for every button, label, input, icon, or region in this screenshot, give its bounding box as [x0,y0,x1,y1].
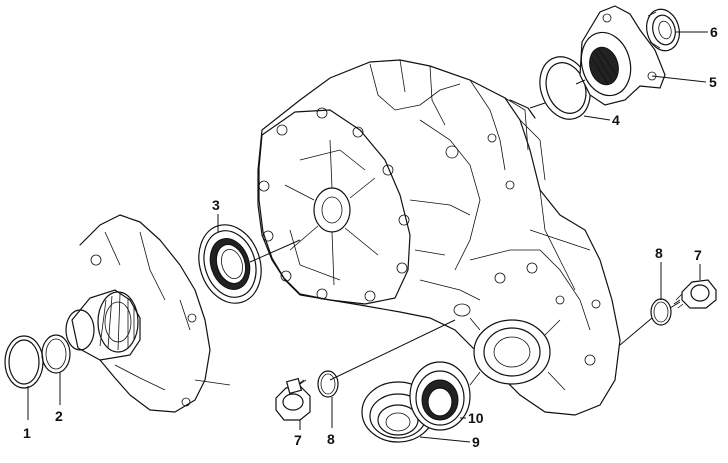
callout-7-lower: 7 [294,432,302,448]
part-7-plug-lower [275,377,311,421]
part-5-output-flange [579,5,666,106]
part-2-ring [41,334,71,374]
callout-8-right: 8 [655,245,663,261]
input-shaft-sleeve [65,289,141,361]
callout-1: 1 [23,425,31,441]
assembly-axis-lines [249,79,681,381]
transfer-case-housing [257,59,621,416]
part-6-threaded-plug [646,8,680,52]
part-8-ring-right [650,298,672,326]
part-7-plug-right [673,279,717,309]
callout-6: 6 [710,24,718,40]
part-3-shaft-seal [198,224,262,304]
part-10-shaft-seal [409,361,471,431]
callout-labels: 1 2 3 4 5 6 7 7 8 8 9 10 [23,24,718,450]
callout-2: 2 [55,408,63,424]
callout-10: 10 [468,410,484,426]
part-8-ring-lower [317,370,339,398]
callout-5: 5 [709,74,717,90]
callout-leaders [27,31,708,443]
callout-3: 3 [212,197,220,213]
part-1-circlip [4,335,44,389]
callout-7-right: 7 [694,247,702,263]
front-cover-plate [79,214,231,413]
callout-4: 4 [612,112,620,128]
callout-8-lower: 8 [327,431,335,447]
callout-9: 9 [472,434,480,450]
